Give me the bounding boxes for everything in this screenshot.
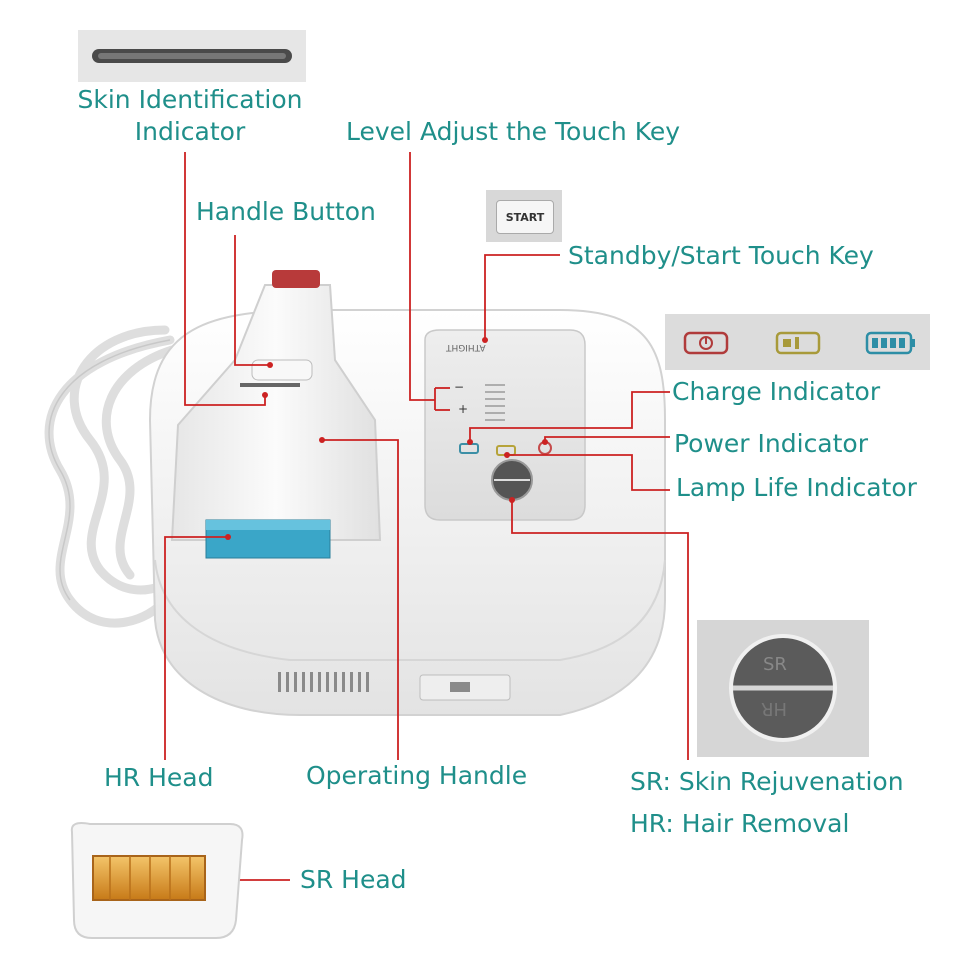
- leader-skin-id: [184, 152, 266, 406]
- label-sr-head: SR Head: [300, 865, 407, 894]
- label-skin-identification: Skin Identification Indicator: [60, 84, 320, 148]
- level-scale: [485, 384, 505, 421]
- lamp-life-icon: [775, 331, 821, 355]
- leader-hr-head: [164, 536, 228, 760]
- sr-mark: SR: [763, 654, 787, 675]
- brand-mark: ATHIGHT: [446, 342, 486, 352]
- label-operating-handle: Operating Handle: [306, 761, 528, 790]
- label-lamp-life-indicator: Lamp Life Indicator: [676, 473, 917, 502]
- charge-icon: [865, 331, 915, 355]
- inset-sr-head: [70, 822, 244, 939]
- label-hr-legend: HR: Hair Removal: [630, 809, 850, 838]
- leader-operating-handle: [322, 439, 399, 760]
- label-skin-identification-line2: Indicator: [134, 117, 246, 146]
- power-icon: [683, 331, 729, 355]
- control-panel: [424, 329, 586, 521]
- label-handle-button: Handle Button: [196, 197, 376, 226]
- label-level-adjust: Level Adjust the Touch Key: [346, 117, 681, 146]
- inset-mode-switch: SR HR: [697, 620, 869, 757]
- start-key: START: [496, 200, 554, 234]
- level-plus: +: [458, 402, 469, 416]
- hr-mark: HR: [761, 698, 788, 719]
- leader-power: [544, 436, 670, 442]
- label-sr-legend: SR: Skin Rejuvenation: [630, 767, 904, 796]
- label-charge-indicator: Charge Indicator: [672, 377, 881, 406]
- leader-standby: [484, 254, 560, 340]
- level-minus: −: [454, 380, 465, 394]
- operating-handle: [170, 284, 382, 541]
- label-sr-hr-legend: SR: Skin Rejuvenation HR: Hair Removal: [630, 766, 904, 840]
- label-power-indicator: Power Indicator: [674, 429, 869, 458]
- label-skin-identification-line1: Skin Identification: [77, 85, 303, 114]
- start-key-label: START: [505, 210, 545, 224]
- inset-skin-identification: [78, 30, 306, 82]
- label-hr-head: HR Head: [104, 763, 214, 792]
- leader-level-adjust: [409, 152, 435, 401]
- mode-switch-closeup: [729, 634, 837, 742]
- leader-charge: [469, 391, 670, 442]
- leader-lamp-life: [507, 454, 670, 491]
- handle-tip: [272, 270, 320, 288]
- leader-sr-hr: [511, 500, 689, 760]
- leader-handle-button: [234, 235, 270, 366]
- label-standby-start: Standby/Start Touch Key: [568, 241, 874, 270]
- inset-indicators: [665, 314, 930, 370]
- inset-start-key: START: [486, 190, 562, 242]
- vent-slots: [278, 672, 369, 692]
